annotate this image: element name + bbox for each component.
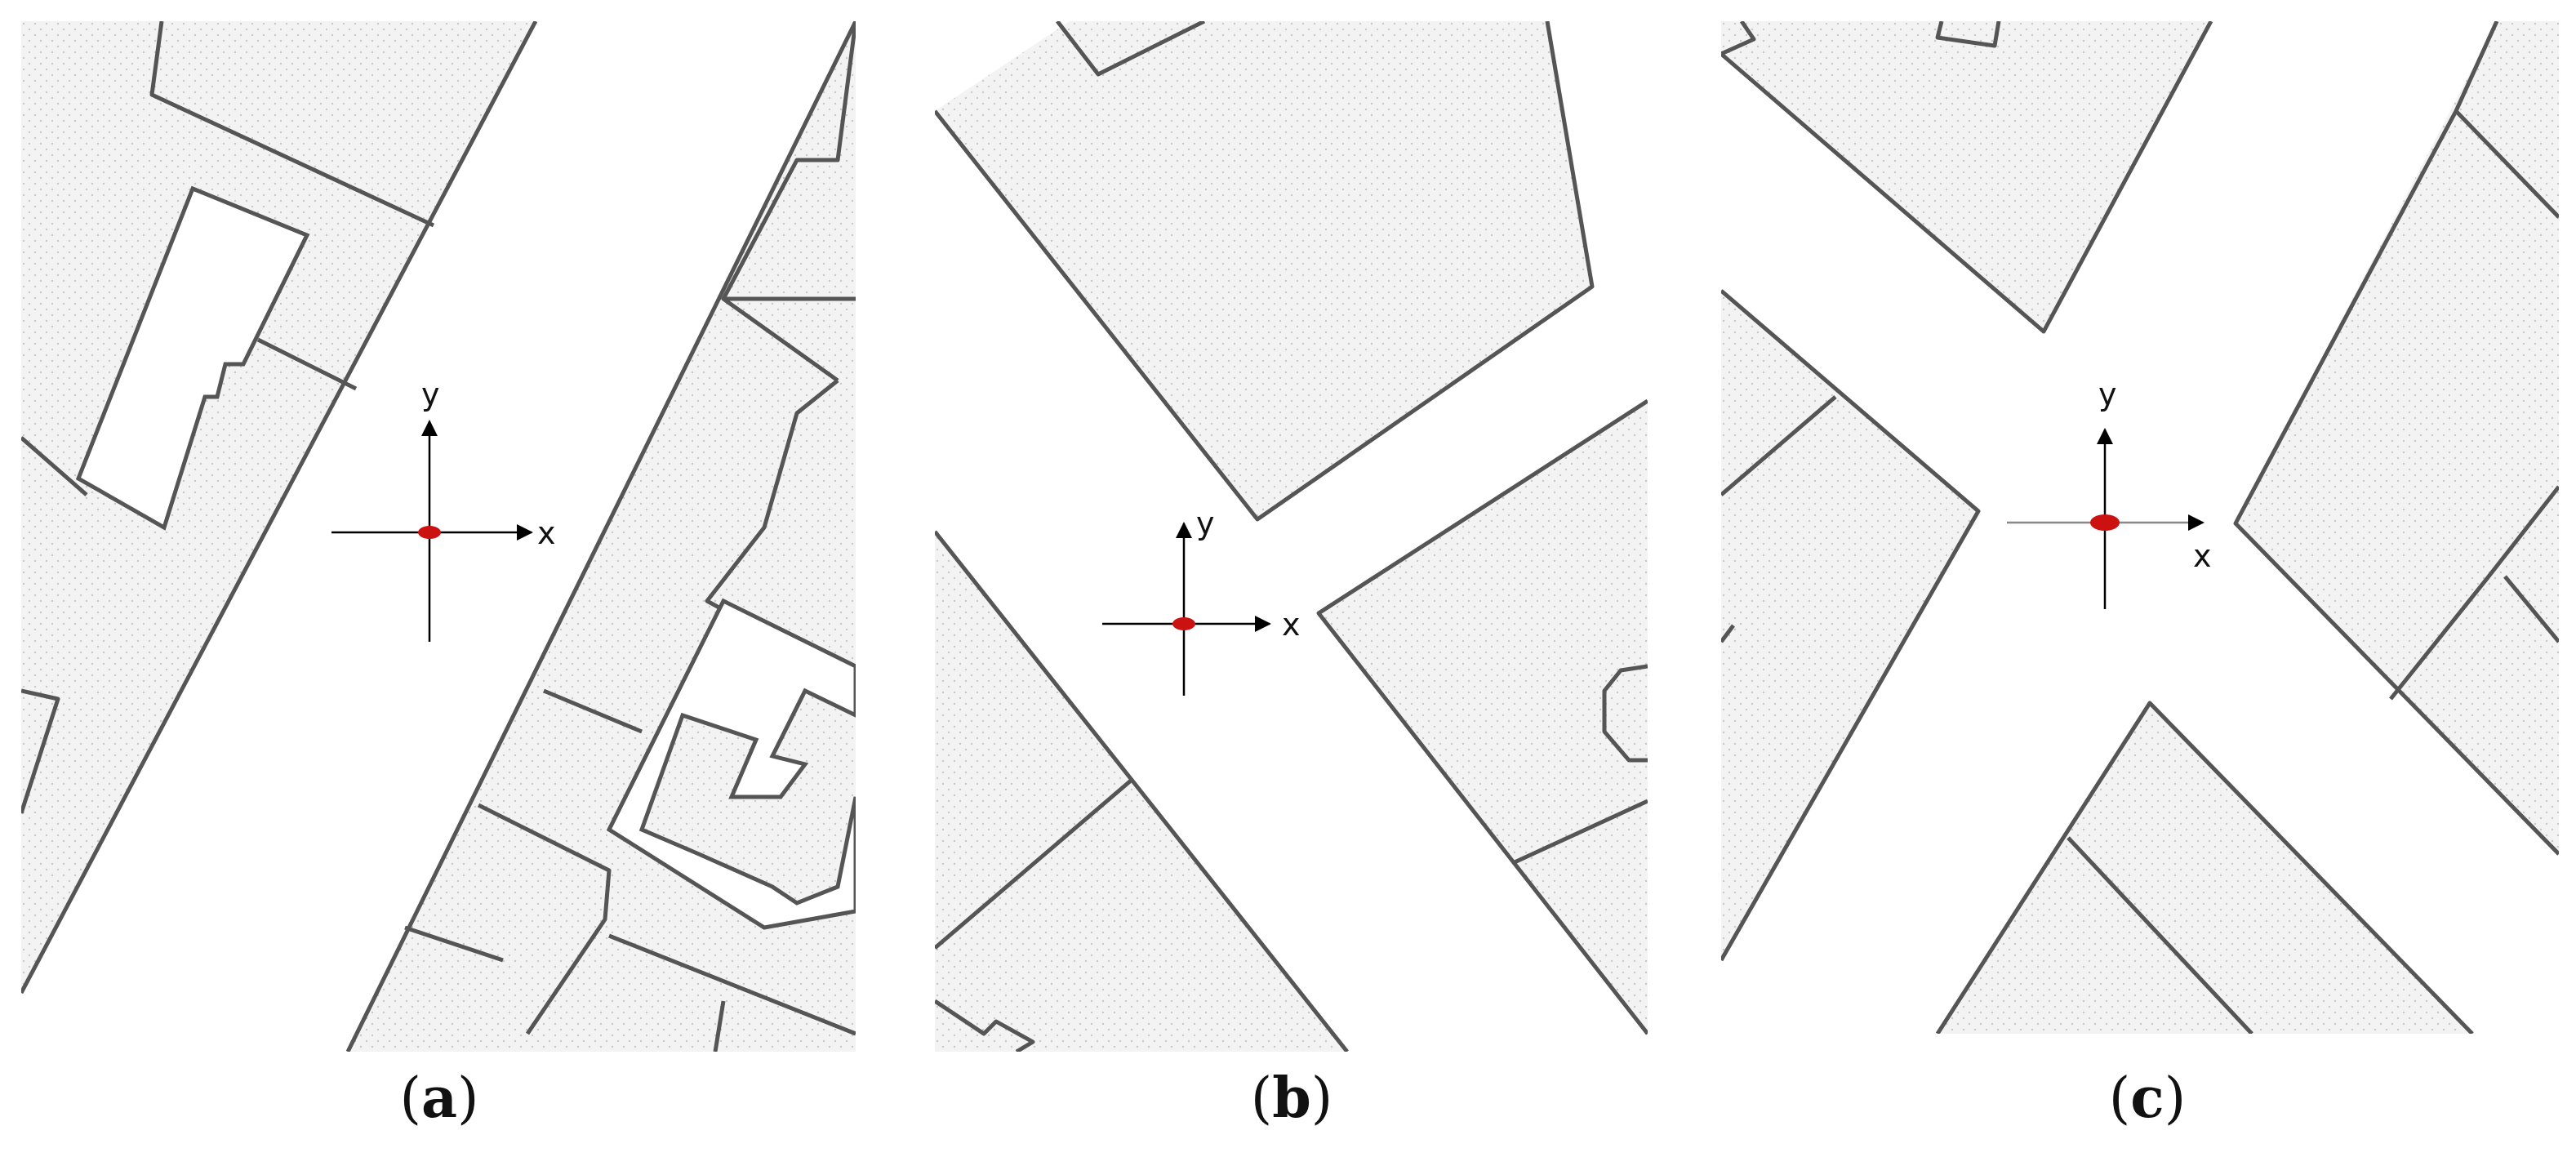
street-edge-left [21,21,538,995]
axis-y-label: y [1196,505,1215,541]
boundary-right-lower [1513,799,1648,865]
boundary-right-2 [2389,485,2559,701]
caption-b-letter: b [1272,1066,1311,1131]
boundary-top-right [721,21,856,383]
boundary-top-notch [1056,21,1206,77]
boundary-lower-left [21,688,60,814]
street-edge-right [1316,398,1648,1035]
building-outline-right [606,598,856,930]
boundary-right-7 [713,1000,726,1052]
boundary-right-6 [608,933,856,1036]
boundary-left-1 [1721,395,1837,496]
axis-x-label: x [1282,607,1301,643]
origin-marker-icon [1172,617,1195,630]
street-edge-top [1721,21,2213,334]
boundary-bottom-1 [2067,836,2253,1034]
axis-y-label: y [2098,376,2117,412]
map-panel-c: x y [1721,21,2559,1034]
boundary-right-3 [543,688,643,734]
axis-y-label: y [421,376,440,412]
boundary-right-3 [2503,575,2559,643]
boundary-lower-left [935,779,1132,950]
boundary-top-notch-2 [1935,21,2001,48]
origin-marker-icon [2090,514,2120,531]
caption-a-letter: a [420,1066,458,1131]
street-edge-bottom [1935,701,2474,1034]
boundary-mid-left [256,337,358,391]
boundary-left-edge [21,436,88,496]
caption-c-letter: c [2130,1066,2164,1131]
caption-a: (a) [399,1066,479,1131]
map-panel-a: x y [21,21,856,1052]
boundary-right-1 [2454,109,2559,219]
parcel-left-block [1721,291,1978,960]
boundary-right-4 [477,803,612,1035]
parcel-right-block [2236,21,2559,854]
building-outline-left [75,185,310,531]
caption-b: (b) [1250,1066,1333,1131]
boundary-top-notch [1721,21,1756,56]
origin-marker-icon [418,526,441,539]
axis-x-label: x [537,515,556,551]
boundary-top-left [149,21,435,228]
axis-x-label: x [2193,538,2212,574]
map-c-svg: x y [1721,21,2559,1034]
boundary-left-2 [1721,624,1735,643]
parcel-top-block [1721,21,2211,332]
parcel-bottom-block [1938,703,2472,1034]
map-b-svg: x y [935,21,1648,1052]
street-edge-top [935,21,1595,522]
caption-c: (c) [2108,1066,2187,1131]
street-edge-left [1721,289,1981,962]
map-a-svg: x y [21,21,856,1052]
parcel-top-block [935,21,1592,519]
street-edge-right [345,21,856,1052]
parcel-right-block [1319,401,1648,1034]
map-panel-b: x y [935,21,1648,1052]
boundary-right-notch [1602,664,1648,763]
boundary-right-5 [404,925,504,963]
street-edge-left [935,530,1349,1052]
boundary-bottom-notch [935,999,1035,1052]
